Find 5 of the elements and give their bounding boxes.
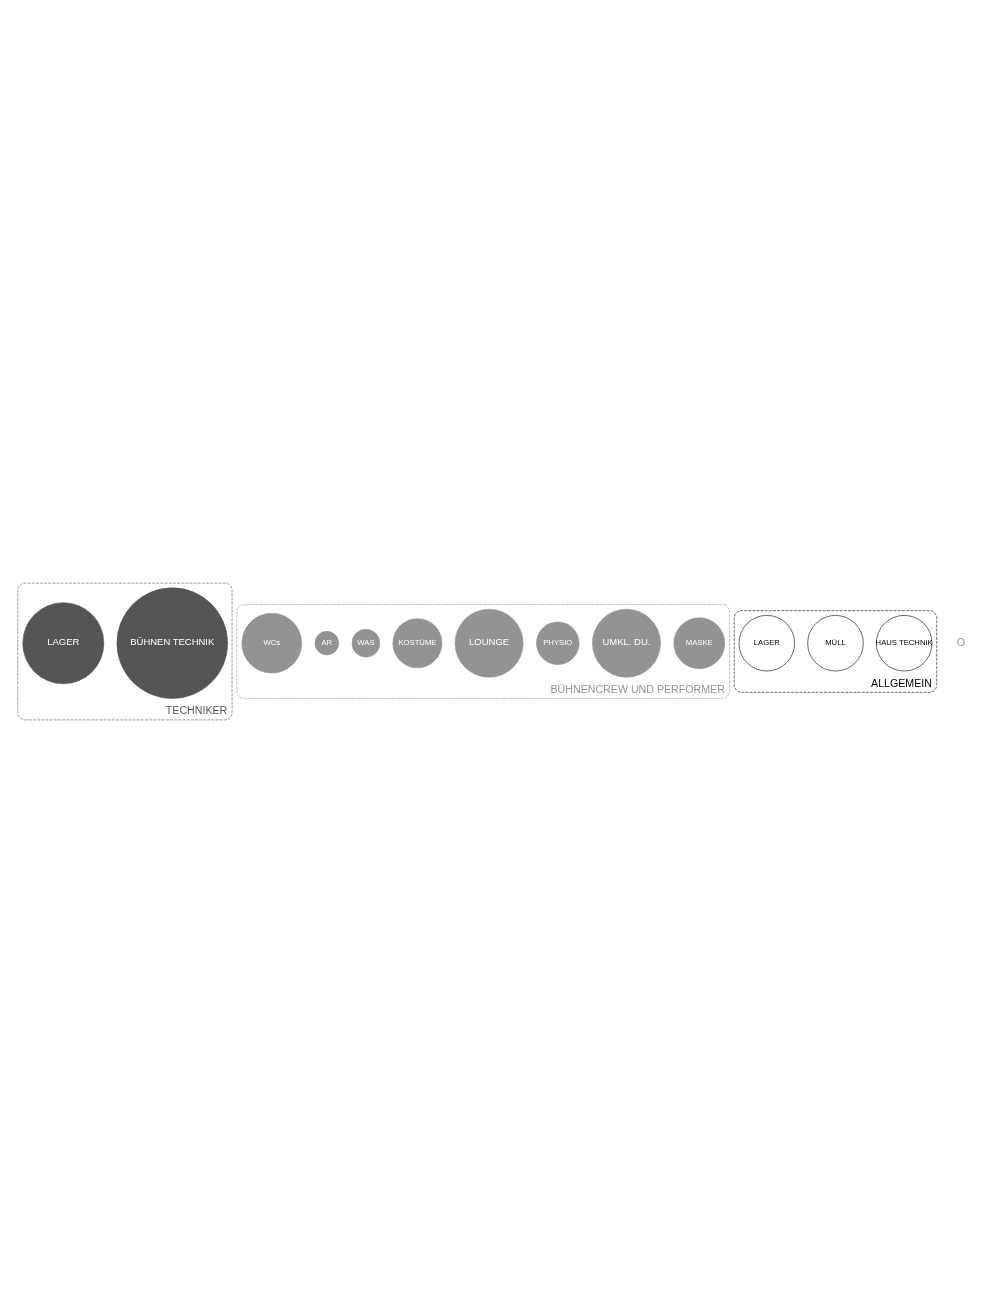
node-circle: UMKL. DU. xyxy=(592,608,661,678)
node-circle: BÜHNEN TECHNIK xyxy=(116,587,228,699)
node-circle: LOUNGE xyxy=(454,608,524,678)
label: O xyxy=(956,635,966,648)
node-circle: LAGER xyxy=(22,601,105,684)
